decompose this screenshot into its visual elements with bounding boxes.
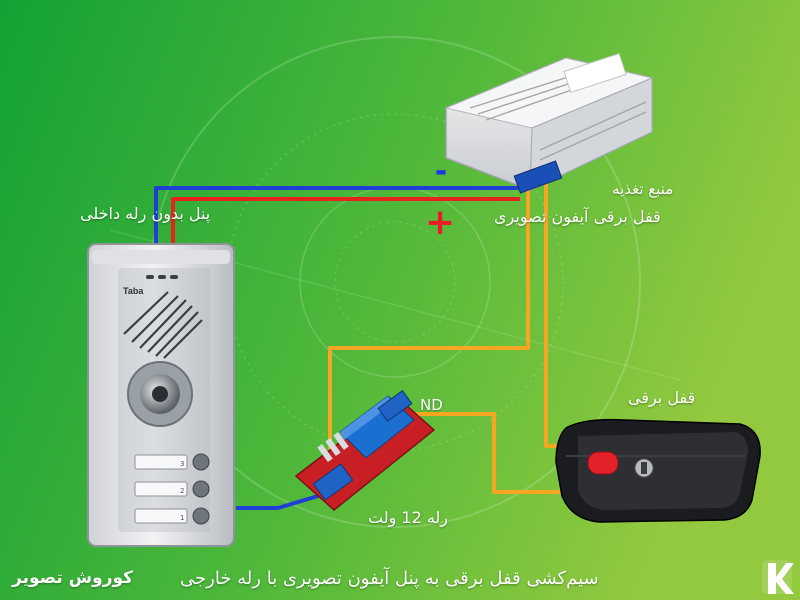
diagram-title: سیم‌کشی قفل برقی به پنل آیفون تصویری با …: [180, 568, 599, 589]
call-button-2: [192, 480, 210, 498]
power-supply-sticker: [563, 52, 627, 94]
wires: [154, 182, 590, 510]
sign-positive: +: [425, 202, 456, 243]
sign-negative: -: [434, 154, 448, 189]
call-button-1: [192, 507, 210, 525]
call-button-label: 1: [180, 514, 184, 522]
label-electric-lock: قفل برقی: [628, 388, 696, 407]
relay-pins: [317, 431, 349, 463]
intercom-panel: Taba 3 2 1: [87, 243, 235, 547]
relay-terminal-input: [312, 463, 354, 501]
power-supply-terminals: [513, 160, 563, 194]
call-buttons: 3 2 1: [134, 453, 210, 525]
power-supply: [444, 52, 654, 194]
speaker-grille: [123, 291, 203, 359]
label-lock-power: قفل برقی آیفون تصویری: [494, 207, 661, 226]
label-panel: پنل بدون رله داخلی: [80, 204, 211, 223]
panel-indicator-lights: [146, 275, 178, 279]
call-button-label: 2: [180, 487, 184, 495]
wire-positive: [171, 197, 520, 256]
label-relay: رله 12 ولت: [368, 508, 449, 527]
relay-module: [294, 390, 436, 511]
label-power-supply: منبع تغذیه: [612, 180, 674, 198]
wire-relay-feed: [328, 182, 530, 458]
wire-relay-nd: [396, 412, 590, 494]
call-button-3: [192, 453, 210, 471]
wire-negative: [154, 186, 520, 256]
wire-negative-relay: [236, 494, 319, 510]
electric-lock: [555, 418, 761, 523]
lock-red-button: [587, 451, 619, 475]
call-button-label: 3: [180, 460, 184, 468]
relay-terminal-output: [377, 390, 413, 422]
label-nd: ND: [420, 396, 443, 414]
panel-brand: Taba: [123, 286, 144, 296]
logo-k-icon: [762, 560, 794, 594]
brand-name: کوروش تصویر: [12, 568, 134, 588]
